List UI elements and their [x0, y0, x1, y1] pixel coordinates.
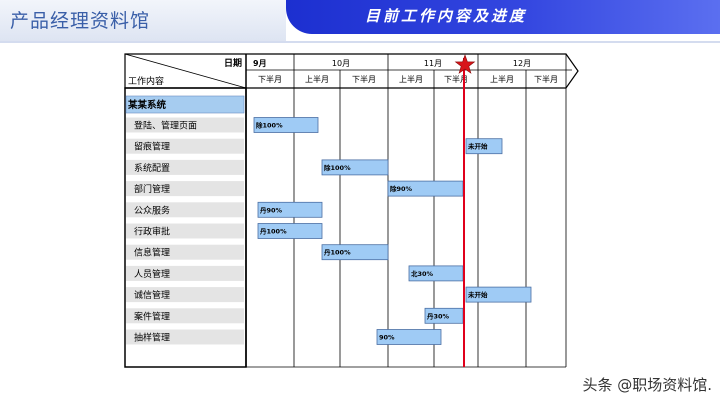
brand-title: 产品经理资料馆 — [0, 0, 286, 42]
task-label: 诚信管理 — [134, 289, 170, 301]
month-label: 9月 — [253, 59, 267, 68]
task-row — [126, 138, 244, 154]
task-label: 案件管理 — [134, 310, 170, 322]
half-month-label: 下半月 — [352, 74, 376, 84]
progress-label: 未开始 — [468, 290, 488, 299]
progress-bar — [257, 223, 323, 239]
task-row — [126, 308, 244, 324]
progress-bar — [465, 138, 503, 155]
month-label: 10月 — [332, 59, 350, 68]
task-row — [126, 181, 244, 197]
task-label: 留痕管理 — [134, 141, 170, 153]
page-title: 目前工作内容及进度 — [364, 7, 527, 25]
progress-bar — [321, 244, 389, 261]
progress-label: 除90% — [390, 184, 413, 193]
task-label: 信息管理 — [134, 247, 170, 259]
task-label: 行政审批 — [134, 226, 170, 238]
task-row — [126, 202, 244, 218]
system-label: 某某系统 — [127, 99, 167, 111]
task-row — [126, 223, 244, 239]
header-divider — [0, 41, 720, 43]
task-label: 公众服务 — [134, 204, 170, 216]
header: 产品经理资料馆 目前工作内容及进度 — [0, 0, 720, 43]
task-row — [126, 329, 244, 345]
month-label: 12月 — [513, 59, 531, 68]
month-label: 11月 — [424, 59, 442, 68]
task-row — [126, 244, 244, 260]
task-label: 部门管理 — [134, 183, 170, 195]
date-label: 日期 — [224, 57, 242, 69]
task-label: 抽样管理 — [134, 332, 170, 344]
progress-label: 未开始 — [468, 142, 488, 151]
task-label: 登陆、管理页面 — [134, 120, 197, 132]
half-month-label: 上半月 — [490, 74, 514, 84]
progress-label: 北30% — [411, 269, 434, 278]
header-diagonal — [124, 53, 247, 89]
half-month-label: 下半月 — [444, 74, 468, 84]
half-month-label: 上半月 — [305, 74, 329, 84]
progress-label: 丹30% — [426, 312, 450, 320]
progress-label: 丹100% — [323, 249, 351, 257]
red-star-icon — [454, 54, 476, 74]
title-band: 目前工作内容及进度 — [286, 0, 720, 34]
progress-bar — [465, 286, 532, 303]
task-row — [126, 265, 244, 281]
progress-label: 除100% — [256, 121, 283, 130]
progress-bar — [376, 329, 442, 345]
progress-label: 90% — [379, 334, 395, 342]
half-month-label: 下半月 — [534, 74, 558, 84]
progress-label: 丹90% — [259, 206, 283, 214]
progress-bar — [257, 201, 323, 218]
task-row — [126, 159, 244, 175]
system-row — [125, 95, 245, 114]
watermark: 头条 @职场资料馆. — [582, 376, 712, 394]
half-month-label: 上半月 — [399, 74, 423, 84]
task-row — [126, 117, 244, 133]
task-row — [126, 287, 244, 303]
work-content-label: 工作内容 — [128, 75, 164, 87]
progress-label: 丹100% — [259, 228, 287, 236]
progress-label: 除100% — [324, 163, 351, 172]
task-label: 系统配置 — [134, 162, 170, 174]
task-label: 人员管理 — [134, 268, 170, 280]
progress-bar — [321, 159, 389, 176]
half-month-label: 下半月 — [258, 74, 282, 84]
progress-bar — [253, 117, 319, 133]
